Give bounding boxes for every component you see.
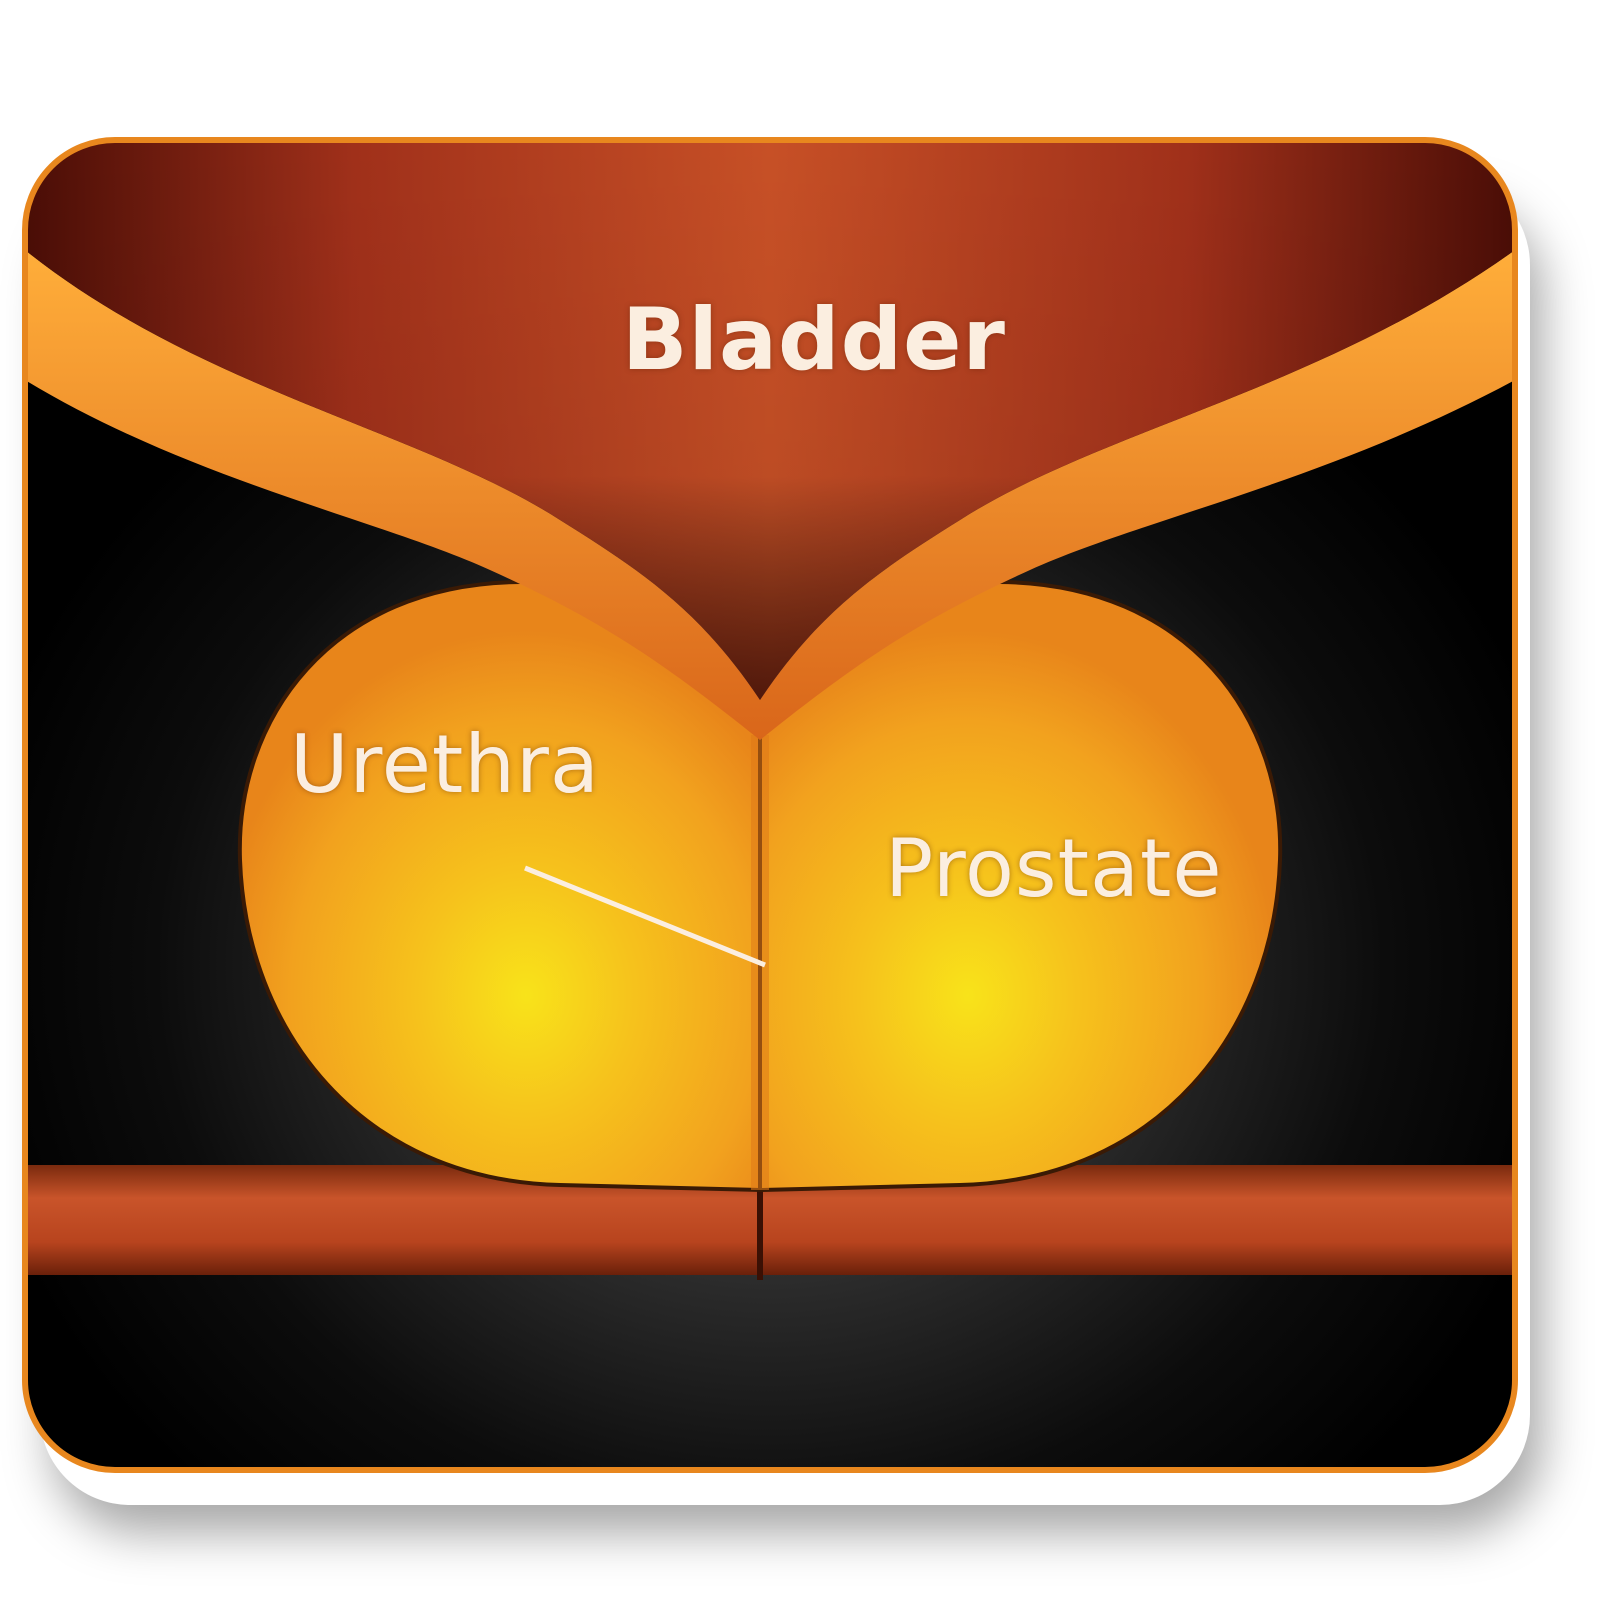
bladder-shading xyxy=(25,140,1515,700)
bladder-rim xyxy=(25,250,1515,740)
urethra-label: Urethra xyxy=(290,718,600,811)
prostate-label: Prostate xyxy=(885,822,1223,915)
tile-border xyxy=(22,137,1518,1473)
urethra-leader-line xyxy=(524,865,766,968)
bladder-label: Bladder xyxy=(622,290,1006,390)
